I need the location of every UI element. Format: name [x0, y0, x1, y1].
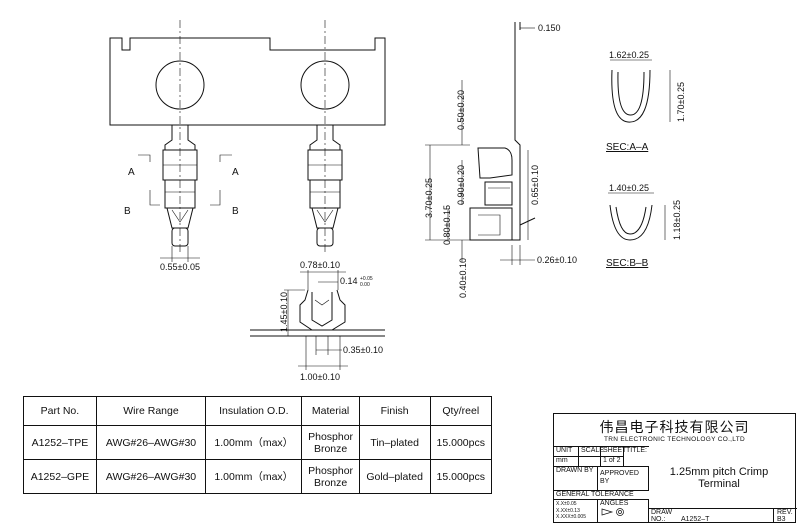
sec-b-width: 1.40±0.25 [609, 183, 649, 193]
dim-contact-height: 0.65±0.10 [530, 165, 540, 205]
dim-front-small: 0.14 [340, 276, 358, 286]
top-view: A A B B 0.55±0.05 [109, 20, 386, 272]
cell-part-no: A1252–TPE [23, 425, 97, 460]
parts-table: Part No. Wire Range Insulation O.D. Mate… [23, 396, 493, 494]
unit-value: mm [554, 457, 579, 466]
sec-a-title: SEC:A–A [606, 142, 649, 153]
header-insulation: Insulation O.D. [205, 396, 303, 426]
sheet-label: SHEET [603, 447, 627, 456]
tolerance-2: X.XX±0.13 [556, 507, 580, 514]
header-wire-range: Wire Range [95, 396, 207, 426]
angles-label: ANGLES [600, 500, 629, 507]
tolerance-values: X.X±0.05 X.XX±0.13 X.XXX±0.005 [554, 500, 598, 522]
header-finish: Finish [358, 396, 431, 426]
sec-b-title: SEC:B–B [606, 258, 649, 269]
general-tolerance-label: GENERAL TOLERANCE [556, 491, 634, 498]
draw-no-value: A1252–T [680, 516, 710, 523]
dim-top-offset: 0.50±0.20 [456, 90, 466, 130]
section-marker-a-right: A [232, 167, 239, 178]
unit-label: UNIT [554, 447, 579, 456]
sheet-value: 1 of 2 [601, 457, 624, 466]
section-marker-b-right: B [232, 206, 239, 217]
section-marker-a-left: A [128, 167, 135, 178]
cell-qty: 15.000pcs [429, 425, 493, 460]
angles-cell: ANGLES [598, 500, 649, 522]
rev-label: REV. [777, 509, 793, 516]
cell-wire-range: AWG#26–AWG#30 [95, 459, 207, 494]
header-part-no: Part No. [23, 396, 97, 426]
scale-value [579, 457, 601, 466]
sec-b-height: 1.18±0.25 [672, 200, 682, 240]
cell-qty: 15.000pcs [429, 459, 493, 494]
cell-insulation: 1.00mm（max） [205, 425, 303, 460]
tolerance-3: X.XXX±0.005 [556, 514, 586, 520]
drawing-title-line2: Terminal [698, 478, 740, 490]
draw-no-label: DRAW NO.: [651, 509, 673, 523]
dim-thickness: 0.150 [538, 23, 561, 33]
section-marker-b-left: B [124, 206, 131, 217]
cell-insulation: 1.00mm（max） [205, 459, 303, 494]
scale-label: SCALE [581, 447, 604, 456]
cell-wire-range: AWG#26–AWG#30 [95, 425, 207, 460]
dim-front-small-minus: 0.00 [360, 282, 370, 288]
sec-a-height: 1.70±0.25 [676, 82, 686, 122]
dim-front-small-plus: +0.05 [360, 276, 373, 282]
section-a-a: 1.62±0.25 1.70±0.25 SEC:A–A [606, 50, 686, 153]
dim-front-inner: 0.35±0.10 [343, 345, 383, 355]
cell-finish: Gold–plated [358, 459, 431, 494]
cell-material: Phosphor Bronze [301, 459, 360, 494]
dim-front-bottom: 1.00±0.10 [300, 372, 340, 382]
dim-tip-width: 0.55±0.05 [160, 262, 200, 272]
table-row: A1252–TPE AWG#26–AWG#30 1.00mm（max） Phos… [23, 425, 493, 460]
dim-bottom-offset: 0.40±0.10 [458, 258, 468, 298]
company-name-cn: 伟昌电子科技有限公司 [599, 419, 750, 435]
draw-no-cell: DRAW NO.: A1252–T [649, 509, 774, 523]
parts-header-row: Part No. Wire Range Insulation O.D. Mate… [23, 396, 493, 426]
title-block: 伟昌电子科技有限公司 TRN ELECTRONIC TECHNOLOGY CO.… [553, 413, 797, 523]
title-label: TITLE: [626, 447, 648, 454]
drawing-title: 1.25mm pitch Crimp Terminal [649, 466, 789, 490]
section-b-b: 1.40±0.25 1.18±0.25 SEC:B–B [606, 183, 682, 269]
dim-front-top: 0.78±0.10 [300, 260, 340, 270]
dim-lower-height: 0.80±0.15 [442, 205, 452, 245]
cell-part-no: A1252–GPE [23, 459, 97, 494]
technical-drawing: A A B B 0.55±0.05 0.150 3.70±0.25 0.50±0… [109, 20, 686, 382]
dim-mid-height: 0.90±0.20 [456, 165, 466, 205]
company-name-en: TRN ELECTRONIC TECHNOLOGY CO.,LTD [603, 436, 745, 443]
drawn-by-label: DRAWN BY [554, 467, 598, 490]
dim-overall-height: 3.70±0.25 [424, 178, 434, 218]
header-qty: Qty/reel [429, 396, 493, 426]
dim-tail-width: 0.26±0.10 [537, 255, 577, 265]
table-row: A1252–GPE AWG#26–AWG#30 1.00mm（max） Phos… [23, 459, 493, 494]
tolerance-1: X.X±0.05 [556, 501, 577, 507]
front-view: 0.78±0.10 0.14 +0.05 0.00 1.45±0.10 0.35… [250, 260, 385, 382]
dim-front-height: 1.45±0.10 [279, 292, 289, 332]
rev-cell: REV. B3 [777, 509, 793, 523]
drawing-title-line1: 1.25mm pitch Crimp [669, 466, 769, 478]
rev-value: B3 [777, 516, 786, 523]
cell-finish: Tin–plated [358, 425, 431, 460]
projection-symbol-icon [601, 508, 624, 516]
side-view: 0.150 3.70±0.25 0.50±0.20 0.90±0.20 0.80… [424, 22, 577, 298]
cell-material: Phosphor Bronze [301, 425, 360, 460]
approved-by-label: APPROVED BY [598, 467, 649, 490]
sec-a-width: 1.62±0.25 [609, 50, 649, 60]
header-material: Material [301, 396, 360, 426]
